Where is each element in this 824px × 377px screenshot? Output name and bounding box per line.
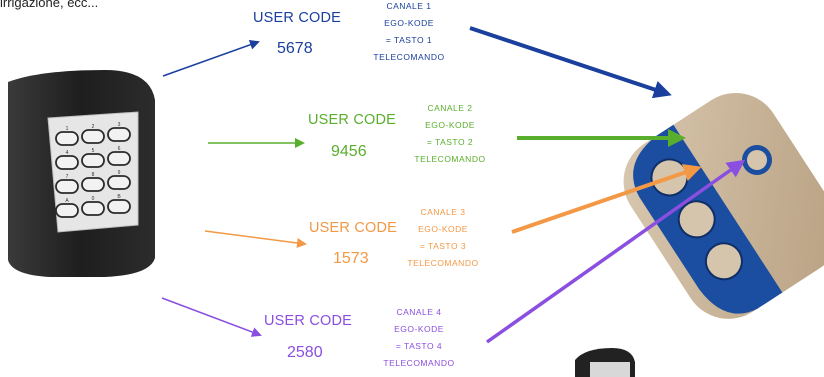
keypad-key: 1 <box>55 126 79 146</box>
channel-label-4: CANALE 4 EGO-KODE = TASTO 4 TELECOMANDO <box>383 307 455 368</box>
arrow-1-thick <box>469 26 672 99</box>
keypad-key: B <box>107 194 131 214</box>
arrow-1-thin <box>162 39 260 77</box>
channel-label-3: CANALE 3 EGO-KODE = TASTO 3 TELECOMANDO <box>407 207 479 268</box>
user-code-label-3: USER CODE <box>309 220 398 236</box>
keypad-key: 6 <box>107 146 131 166</box>
keypad-key: 0 <box>81 196 105 216</box>
arrow-3-thick <box>511 164 702 234</box>
user-code-label-1: USER CODE <box>253 10 342 26</box>
svg-text:4: 4 <box>66 150 69 156</box>
user-code-label-2: USER CODE <box>308 112 397 128</box>
keypad-small-icon <box>575 348 635 377</box>
user-code-value-1: 5678 <box>277 40 313 57</box>
svg-text:9: 9 <box>118 170 121 176</box>
svg-text:A: A <box>65 198 69 204</box>
channel-label-1: CANALE 1 EGO-KODE = TASTO 1 TELECOMANDO <box>373 1 445 62</box>
keypad-key: 2 <box>81 124 105 144</box>
arrow-4-thin <box>161 297 262 337</box>
user-code-label-4: USER CODE <box>264 313 353 329</box>
keypad-key: 3 <box>107 122 131 142</box>
user-code-value-3: 1573 <box>333 250 369 267</box>
svg-text:5: 5 <box>92 148 95 154</box>
arrow-4-thick <box>485 159 746 344</box>
svg-text:7: 7 <box>66 174 69 180</box>
svg-text:6: 6 <box>118 146 121 152</box>
keypad-key: 4 <box>55 150 79 170</box>
svg-text:B: B <box>117 194 121 200</box>
keypad-key: 5 <box>81 148 105 168</box>
keypad-icon: 1 2 3 4 5 6 7 8 9A 0 B <box>8 70 155 277</box>
arrow-3-thin <box>204 230 307 248</box>
keypad-key: 9 <box>107 170 131 190</box>
header-text: irrigazione, ecc... <box>0 0 99 10</box>
svg-text:8: 8 <box>92 172 95 178</box>
remote-control-icon <box>623 92 824 319</box>
keypad-key: 7 <box>55 174 79 194</box>
svg-text:2: 2 <box>92 124 95 130</box>
user-code-value-2: 9456 <box>331 143 367 160</box>
svg-text:1: 1 <box>66 126 69 132</box>
svg-text:3: 3 <box>118 122 121 128</box>
svg-text:0: 0 <box>92 196 95 202</box>
keypad-key: A <box>55 198 79 218</box>
user-code-value-4: 2580 <box>287 344 323 361</box>
channel-label-2: CANALE 2 EGO-KODE = TASTO 2 TELECOMANDO <box>414 103 486 164</box>
keypad-key: 8 <box>81 172 105 192</box>
